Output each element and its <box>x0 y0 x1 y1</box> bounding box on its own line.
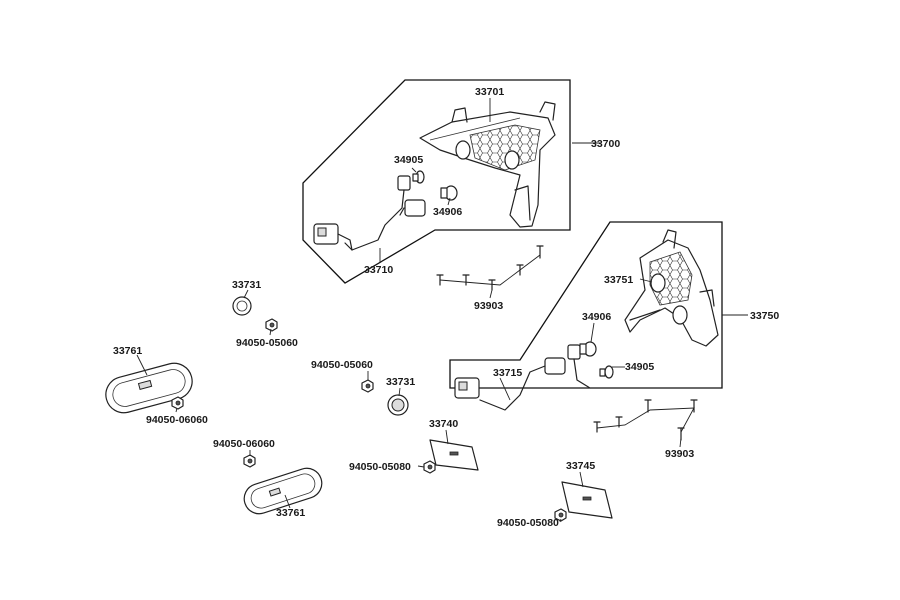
screws-93903-lower <box>593 399 698 441</box>
label-94050-05080-mid: 94050-05080 <box>349 461 411 473</box>
label-34906-upper: 34906 <box>433 206 462 218</box>
bulb-34905-lower <box>599 365 614 379</box>
label-94050-05060-mid: 94050-05060 <box>311 359 373 371</box>
label-33710: 33710 <box>364 264 393 276</box>
label-34905-lower: 34905 <box>625 361 654 373</box>
plate-33745 <box>561 481 613 519</box>
nut-94050-05080-lower <box>554 508 567 522</box>
wire-harness-33715 <box>454 344 591 411</box>
label-33731-mid: 33731 <box>386 376 415 388</box>
assembly-frame-33750 <box>449 221 723 389</box>
plate-33740 <box>429 439 479 471</box>
label-33701: 33701 <box>475 86 504 98</box>
nut-94050-05080-mid <box>423 460 436 474</box>
screws-93903-upper <box>436 245 544 291</box>
label-34905-upper: 34905 <box>394 154 423 166</box>
label-33750: 33750 <box>750 310 779 322</box>
label-33740: 33740 <box>429 418 458 430</box>
leader-lines <box>136 98 748 523</box>
nut-94050-06060-left <box>171 396 184 410</box>
wire-harness-33710 <box>313 175 426 251</box>
turn-signal-housing-33751 <box>624 229 719 347</box>
bulb-34905-upper <box>412 170 425 184</box>
turn-signal-housing-33701 <box>419 101 556 228</box>
label-34906-lower: 34906 <box>582 311 611 323</box>
label-94050-05080-lower: 94050-05080 <box>497 517 559 529</box>
label-33731-upper: 33731 <box>232 279 261 291</box>
nut-94050-05060-upper <box>265 318 278 332</box>
label-93903-lower: 93903 <box>665 448 694 460</box>
assembly-frame-33700 <box>302 79 571 284</box>
bulb-34906-lower <box>579 341 597 357</box>
grommet-33731-upper <box>232 296 252 316</box>
label-33761-left: 33761 <box>113 345 142 357</box>
label-94050-06060-left: 94050-06060 <box>146 414 208 426</box>
bulb-34906-upper <box>440 185 458 201</box>
grommet-33731-mid <box>387 394 409 416</box>
reflector-33761-lower <box>243 467 323 515</box>
label-93903-upper: 93903 <box>474 300 503 312</box>
label-94050-06060-lower: 94050-06060 <box>213 438 275 450</box>
nut-94050-06060-lower <box>243 454 256 468</box>
label-33761-lower: 33761 <box>276 507 305 519</box>
label-33751: 33751 <box>604 274 633 286</box>
label-33715: 33715 <box>493 367 522 379</box>
label-33700: 33700 <box>591 138 620 150</box>
label-94050-05060-upper: 94050-05060 <box>236 337 298 349</box>
label-33745: 33745 <box>566 460 595 472</box>
reflector-33761-left <box>105 362 193 414</box>
nut-94050-05060-mid <box>361 379 374 393</box>
